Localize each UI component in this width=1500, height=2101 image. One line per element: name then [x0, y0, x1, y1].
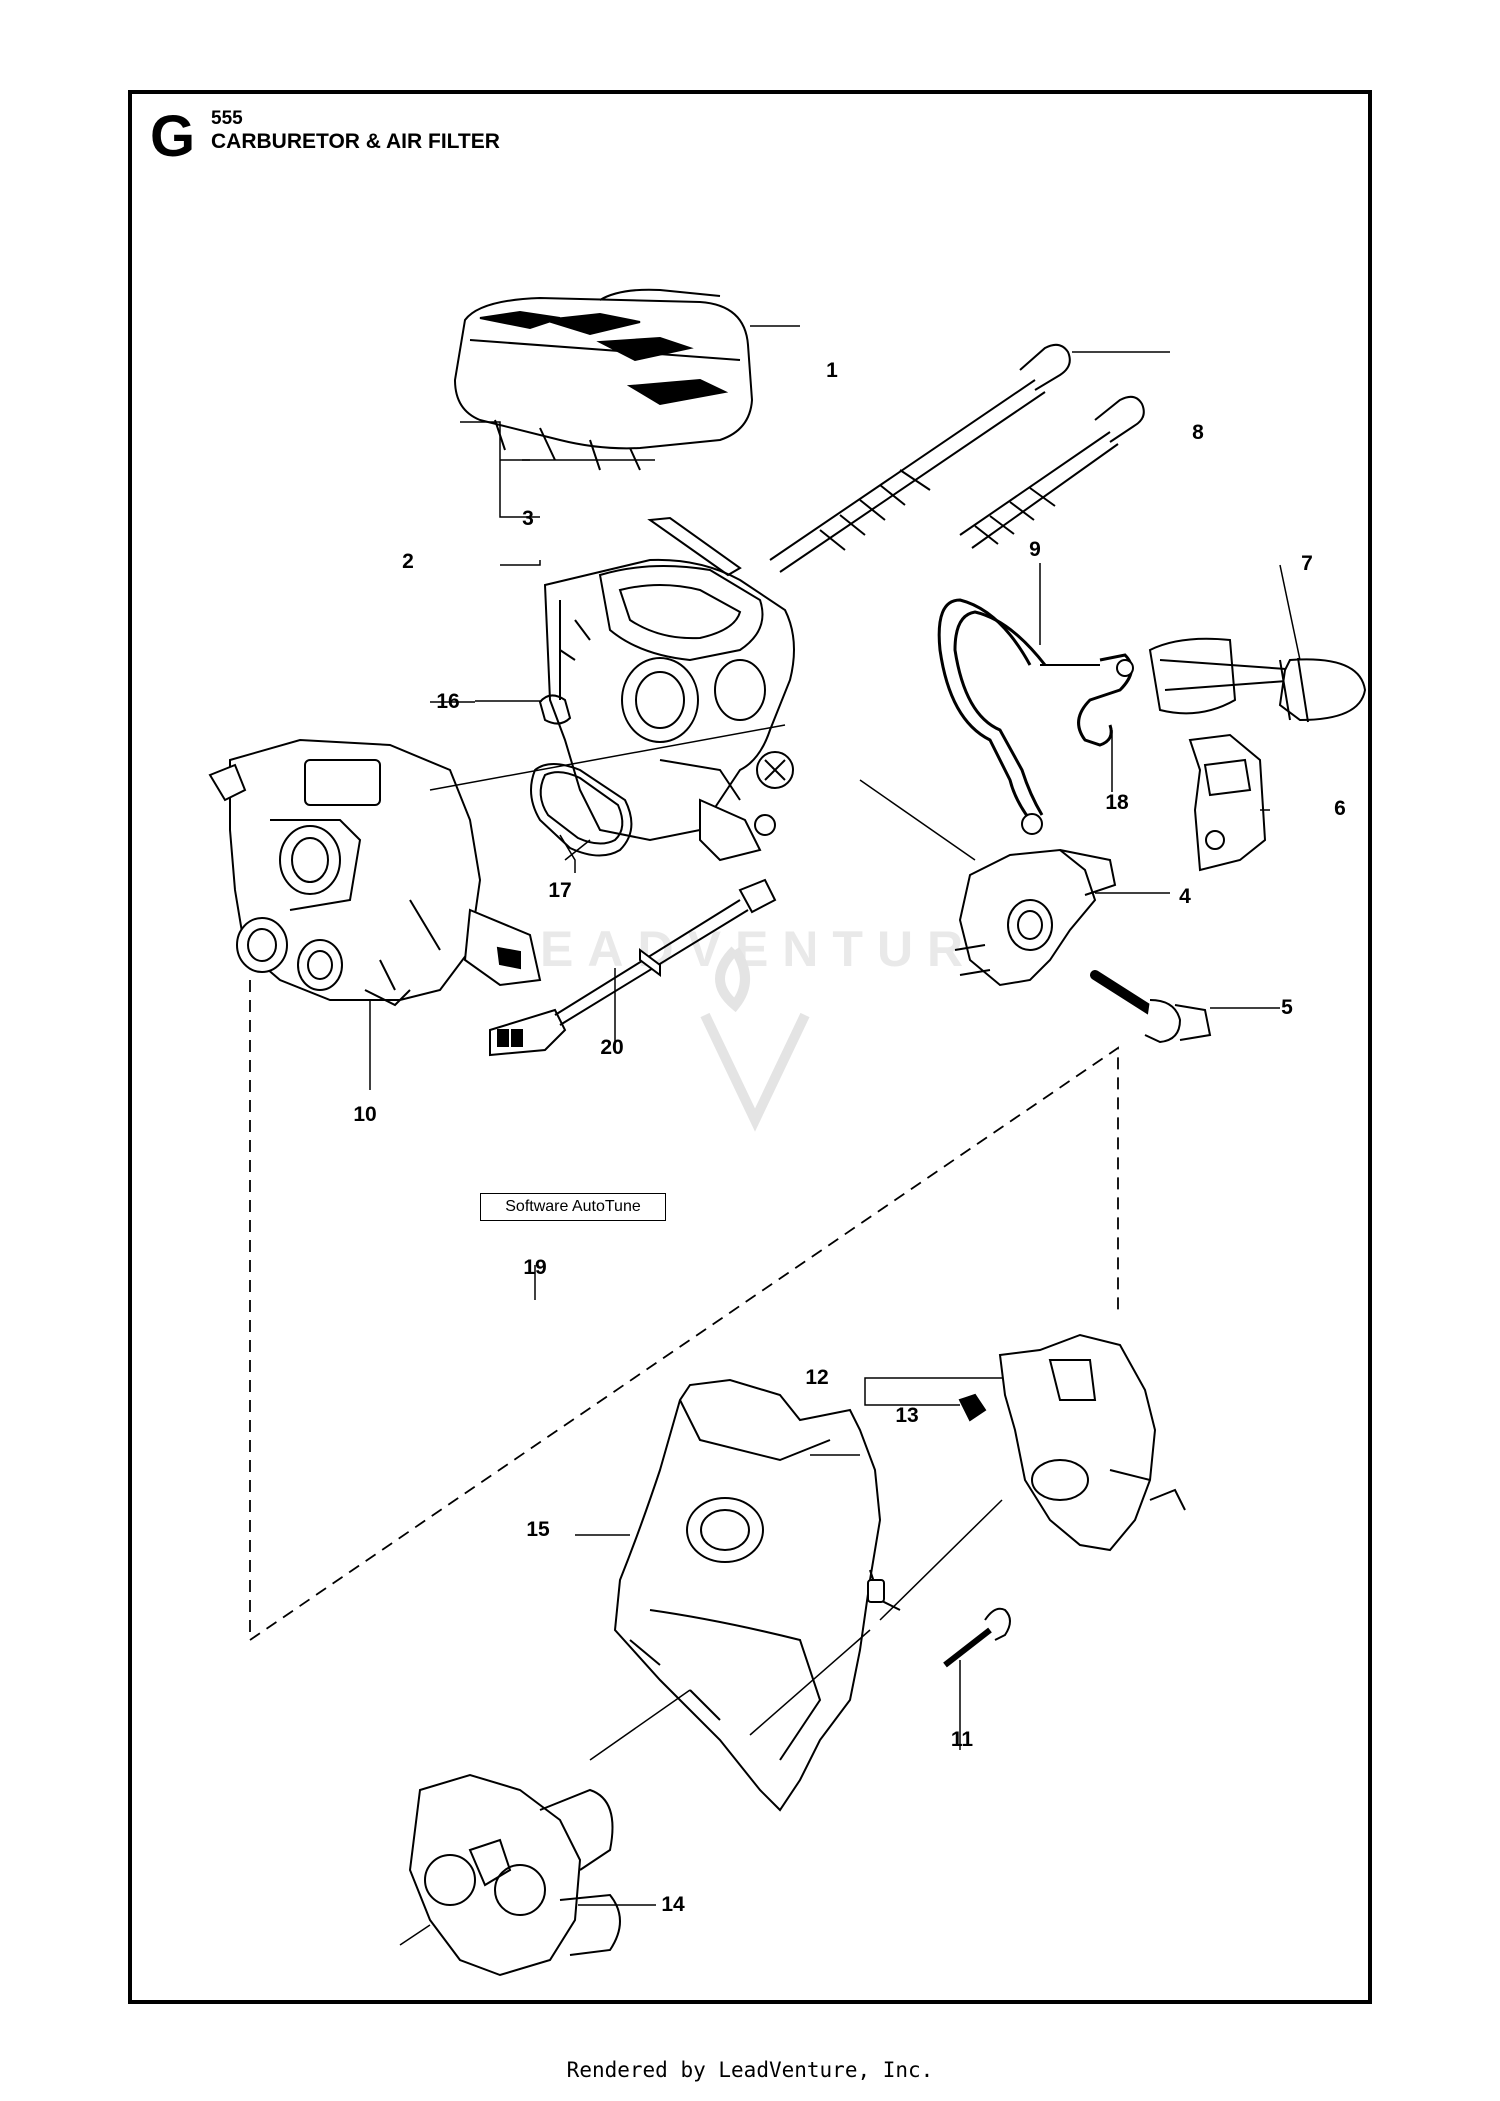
- callout-13[interactable]: 13: [895, 1404, 919, 1427]
- callout-15[interactable]: 15: [526, 1518, 550, 1541]
- callout-1[interactable]: 1: [826, 359, 838, 382]
- callout-5[interactable]: 5: [1281, 996, 1293, 1019]
- alignment-lines: [249, 980, 1119, 1642]
- page-title: CARBURETOR & AIR FILTER: [211, 130, 500, 153]
- footer-credit: Rendered by LeadVenture, Inc.: [566, 2058, 934, 2082]
- callout-20[interactable]: 20: [600, 1036, 624, 1059]
- watermark-logo: [700, 946, 810, 1132]
- callout-14[interactable]: 14: [661, 1893, 685, 1916]
- part-8-bolts[interactable]: [769, 343, 1145, 573]
- model-number: 555: [211, 108, 243, 129]
- callout-8[interactable]: 8: [1192, 421, 1204, 444]
- callout-7[interactable]: 7: [1301, 552, 1313, 575]
- part-6-bracket[interactable]: [1188, 733, 1267, 872]
- part-13-nut[interactable]: [958, 1393, 987, 1422]
- part-4-valve-plate[interactable]: [954, 848, 1117, 987]
- part-5-shaft[interactable]: [1090, 970, 1212, 1044]
- section-letter: G: [150, 104, 196, 169]
- part-3-gasket-strip[interactable]: [647, 516, 742, 577]
- part-9-fuel-line[interactable]: [937, 598, 1100, 835]
- callout-17[interactable]: 17: [548, 879, 572, 902]
- part-1-air-filter-cover[interactable]: [453, 288, 754, 471]
- callout-9[interactable]: 9: [1029, 538, 1041, 561]
- diagram-frame: [128, 90, 1372, 2004]
- leader-lines: [369, 325, 1301, 1946]
- callout-19[interactable]: 19: [523, 1256, 547, 1279]
- callout-2[interactable]: 2: [402, 550, 414, 573]
- part-11-bolt[interactable]: [943, 1607, 1011, 1668]
- part-12-support-bracket[interactable]: [998, 1333, 1186, 1552]
- part-14-intake-manifold[interactable]: [408, 1773, 621, 1977]
- callout-12[interactable]: 12: [805, 1366, 829, 1389]
- part-2-carburetor-housing[interactable]: [543, 558, 795, 862]
- watermark-text: LEADVENTURE: [495, 921, 1025, 977]
- callout-16[interactable]: 16: [436, 690, 460, 713]
- callout-18[interactable]: 18: [1105, 791, 1129, 814]
- part-20-wire-harness[interactable]: [489, 878, 777, 1057]
- callout-6[interactable]: 6: [1334, 797, 1346, 820]
- part-7-primer-bulb[interactable]: [1148, 637, 1367, 723]
- part-18-fuel-line-short[interactable]: [1077, 653, 1134, 747]
- callout-10[interactable]: 10: [353, 1103, 377, 1126]
- part-15-cover-plate[interactable]: [613, 1378, 901, 1812]
- part-10-carburetor[interactable]: [208, 738, 542, 1007]
- part-16-o-ring[interactable]: [538, 694, 572, 725]
- callout-4[interactable]: 4: [1179, 885, 1191, 908]
- software-autotune-note: Software AutoTune: [480, 1193, 666, 1221]
- callout-3[interactable]: 3: [522, 507, 534, 530]
- callout-11[interactable]: 11: [950, 1728, 974, 1751]
